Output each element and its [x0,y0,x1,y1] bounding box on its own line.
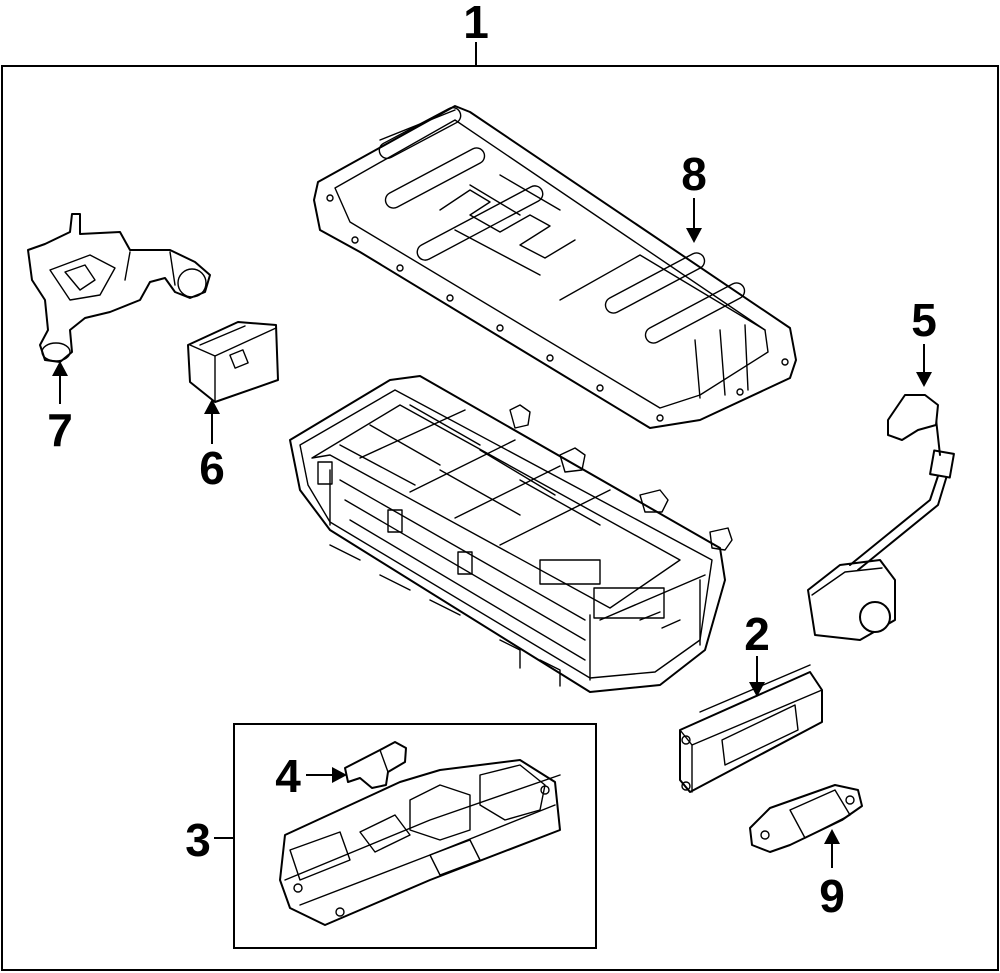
callout-7-label: 7 [47,404,73,456]
callout-5-label: 5 [911,294,937,346]
part-4-connector [344,741,407,789]
callout-3-label: 3 [185,814,211,866]
callout-4-label: 4 [275,750,301,802]
callout-2-arrow [749,656,765,697]
assembly-frame [1,65,999,971]
part-6-module [187,321,279,403]
callout-8-arrow [686,198,702,243]
part-7-connector [27,213,211,363]
callout-6-label: 6 [199,442,225,494]
part-9-relay [749,784,863,853]
callout-5-arrow [916,344,932,387]
part-5-sensor [807,394,955,641]
callout-8-label: 8 [681,148,707,200]
subassembly-box [233,723,597,949]
callout-4-arrow [306,767,347,783]
callout-6-arrow [204,399,220,444]
part-3-junction-block [279,759,561,926]
callout-9-arrow [824,829,840,868]
callout-9-label: 9 [819,870,845,922]
part-1-battery-assembly [289,375,733,693]
callout-7-arrow [52,361,68,404]
part-8-cover [313,105,797,429]
callout-1-label: 1 [463,0,489,48]
callout-2-label: 2 [744,608,770,660]
